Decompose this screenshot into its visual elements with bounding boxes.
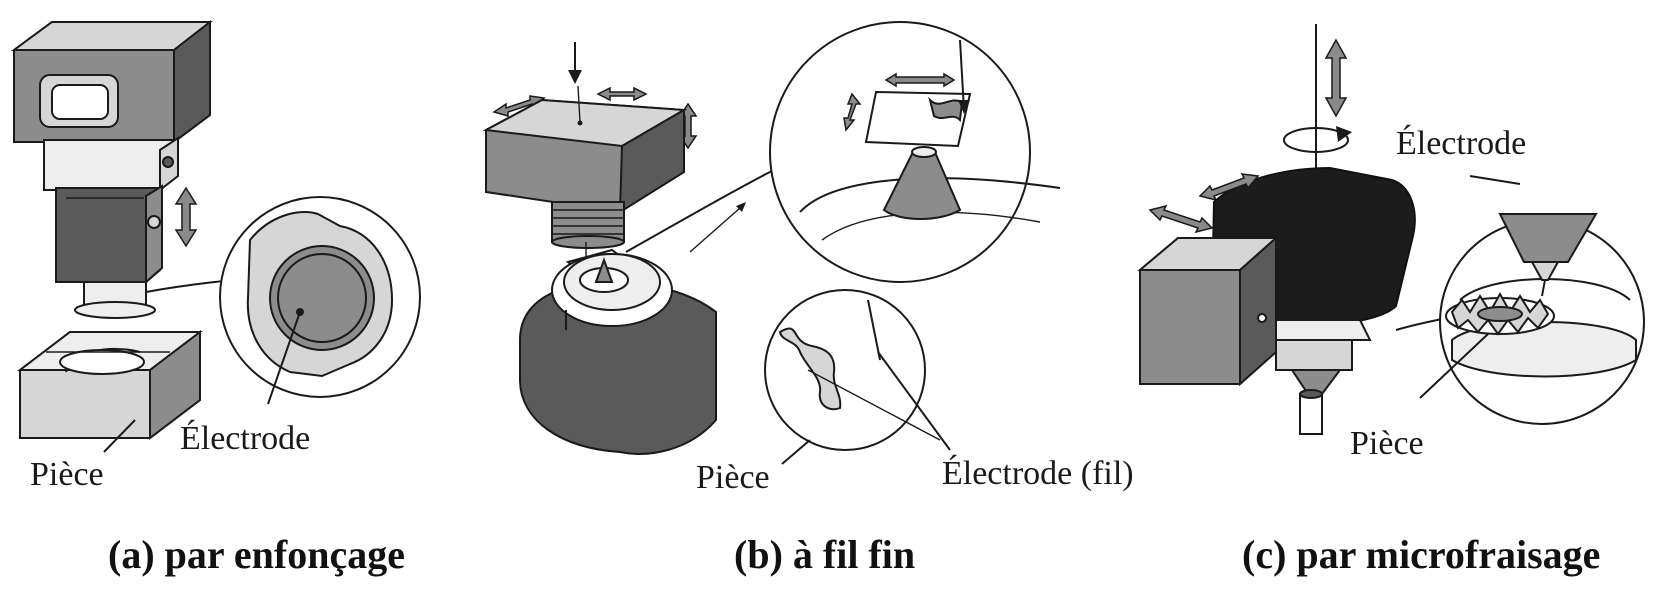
panel-c-x-arrow bbox=[1148, 204, 1214, 234]
panel-c-z-arrow bbox=[1324, 38, 1348, 118]
panel-b-lower-unit bbox=[519, 253, 717, 455]
panel-c-electrode-label: Électrode bbox=[1396, 125, 1526, 162]
panel-a-workpiece-leader bbox=[103, 419, 136, 453]
panel-a-electrode-label: Électrode bbox=[180, 420, 310, 457]
panel-c-rotation-arrow bbox=[1283, 126, 1352, 153]
panel-c-micromilling-edm: Électrode Pièce (c) par microfraisage bbox=[1137, 24, 1645, 577]
panel-b-caption: (b) à fil fin bbox=[734, 532, 915, 577]
panel-a-vertical-arrow bbox=[174, 186, 198, 248]
panel-c-gear-part bbox=[1445, 291, 1555, 336]
panel-c-workpiece-label: Pièce bbox=[1350, 425, 1424, 462]
panel-b-leader-lower bbox=[689, 207, 741, 253]
panel-c-y-arrow bbox=[1198, 173, 1260, 202]
panel-a-workpiece bbox=[17, 329, 203, 441]
panel-a-machine-head bbox=[10, 19, 213, 144]
panel-a-zoom-circle bbox=[219, 196, 421, 405]
panel-b-x-arrow-right bbox=[596, 86, 648, 102]
panel-c-electrode-leader bbox=[1469, 175, 1521, 185]
panel-b-electrode-label: Électrode (fil) bbox=[942, 455, 1134, 492]
panel-a-sinking-edm: Pièce Électrode (a) par enfonçage bbox=[10, 19, 421, 577]
panel-a-electrode-holder bbox=[55, 184, 163, 285]
panel-b-wire-edm: Pièce Électrode (fil) (b) à fil fin bbox=[482, 21, 1134, 577]
panel-b-nozzle bbox=[551, 201, 625, 249]
panel-a-workpiece-label: Pièce bbox=[30, 456, 104, 493]
panel-b-upper-head bbox=[482, 85, 688, 214]
panel-b-leader-arrowhead bbox=[736, 202, 746, 212]
panel-a-clamp bbox=[43, 136, 179, 193]
panel-c-caption: (c) par microfraisage bbox=[1242, 532, 1600, 577]
panel-b-workpiece-label: Pièce bbox=[696, 459, 770, 496]
panel-b-feed-arrow bbox=[568, 42, 582, 84]
panel-b-zoom-circle-large bbox=[769, 21, 1061, 283]
panel-b-zoom-circle-small bbox=[764, 289, 951, 465]
panel-a-caption: (a) par enfonçage bbox=[108, 532, 405, 577]
panel-c-carriage bbox=[1137, 235, 1279, 387]
panel-b-x-arrow-left bbox=[492, 95, 546, 117]
panel-c-zoom-circle bbox=[1419, 175, 1645, 425]
